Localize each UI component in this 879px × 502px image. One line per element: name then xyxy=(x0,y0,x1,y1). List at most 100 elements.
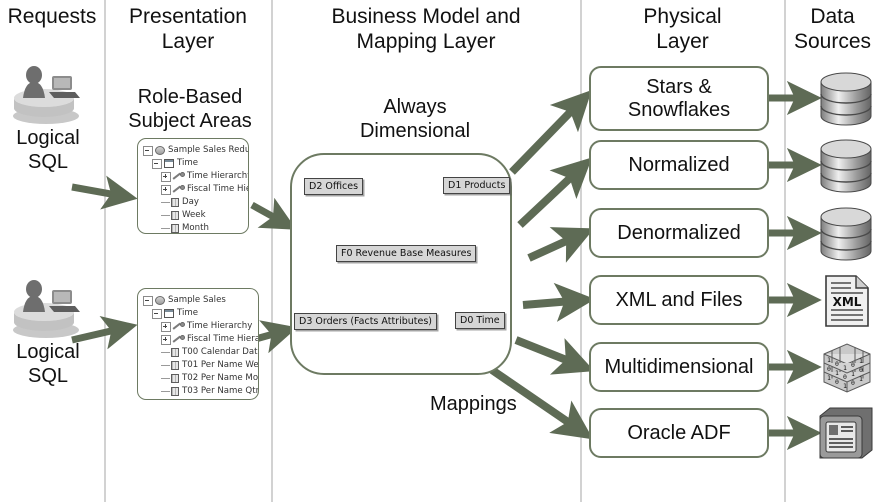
tree-node-label: Sample Sales Reduced xyxy=(168,145,248,155)
xml-document-icon: XML xyxy=(822,274,872,333)
svg-text:1: 1 xyxy=(859,375,863,383)
database-cylinder-icon xyxy=(818,70,874,133)
svg-text:0: 0 xyxy=(851,361,855,369)
column-icon xyxy=(171,198,179,207)
bmm-node-d0-time[interactable]: D0 Time xyxy=(455,312,505,329)
tree-node-label: T03 Per Name Qtr xyxy=(182,386,259,396)
folder-icon xyxy=(155,146,165,155)
tree-node-label: Month xyxy=(182,223,209,233)
tree-node-label: Time Hierarchy xyxy=(187,321,253,331)
table-icon xyxy=(164,309,174,318)
divider-requests-presentation xyxy=(104,0,106,502)
tree-node[interactable]: Sample Sales xyxy=(143,294,254,307)
hierarchy-icon xyxy=(173,172,185,181)
collapse-minus-icon[interactable] xyxy=(143,295,153,306)
svg-text:0: 0 xyxy=(835,378,839,386)
expand-plus-icon[interactable] xyxy=(161,171,171,182)
divider-bmm-physical xyxy=(580,0,582,502)
tree-node[interactable]: Month xyxy=(143,222,244,233)
tree-node[interactable]: T03 Per Name Qtr xyxy=(143,385,258,398)
bmm-node-d1-products[interactable]: D1 Products xyxy=(443,177,511,194)
tree-node[interactable]: T00 Calendar Date xyxy=(143,346,258,359)
tree-node-label: T00 Calendar Date xyxy=(182,347,259,357)
physical-box-xml-and-files[interactable]: XML and Files xyxy=(589,275,769,325)
tree-node[interactable]: Fiscal Time Hierarchy xyxy=(143,183,248,196)
hierarchy-icon xyxy=(173,185,185,194)
tree-node[interactable]: Sample Sales Reduced xyxy=(143,144,248,157)
tree-node[interactable]: Fiscal Time Hierarchy xyxy=(143,333,258,346)
column-icon xyxy=(171,211,179,220)
table-icon xyxy=(164,159,174,168)
expand-plus-icon[interactable] xyxy=(161,184,171,195)
bmm-node-d3-orders[interactable]: D3 Orders (Facts Attributes) xyxy=(294,313,437,330)
tree-node[interactable]: T02 Per Name Month xyxy=(143,372,258,385)
tree-node[interactable]: T01 Per Name Week xyxy=(143,359,258,372)
svg-text:0: 0 xyxy=(835,360,839,368)
tree-node-label: Time xyxy=(177,158,199,168)
column-header-requests: Requests xyxy=(7,5,97,28)
column-header-sources: Data Sources xyxy=(793,5,872,53)
physical-box-denormalized[interactable]: Denormalized xyxy=(589,208,769,258)
svg-text:0: 0 xyxy=(859,366,863,374)
svg-text:1: 1 xyxy=(827,356,831,364)
request-label-2: Logical SQL xyxy=(16,341,80,387)
arrow-bmm-to-multidimensional xyxy=(514,336,595,375)
column-header-presentation: Presentation Layer xyxy=(129,5,247,53)
bmm-node-f0-revenue-base-measures[interactable]: F0 Revenue Base Measures xyxy=(336,245,477,262)
arrow-bmm-to-denormalized xyxy=(527,227,595,263)
svg-text:0: 0 xyxy=(827,365,831,373)
tree-node-label: Week xyxy=(182,210,206,220)
collapse-minus-icon[interactable] xyxy=(143,145,153,156)
svg-text:1: 1 xyxy=(843,364,847,372)
tree-node-label: T02 Per Name Month xyxy=(182,373,259,383)
svg-text:1: 1 xyxy=(843,382,847,390)
divider-presentation-bmm xyxy=(271,0,273,502)
collapse-minus-icon[interactable] xyxy=(152,158,162,169)
tree-leaf-line-icon xyxy=(161,365,170,366)
column-icon xyxy=(171,374,179,383)
column-header-physical: Physical Layer xyxy=(643,5,722,53)
expand-plus-icon[interactable] xyxy=(161,321,171,332)
tree-node-label: Sample Sales xyxy=(168,295,226,305)
hierarchy-icon xyxy=(173,322,185,331)
physical-box-normalized[interactable]: Normalized xyxy=(589,140,769,190)
tree-node[interactable]: Time Hierarchy xyxy=(143,170,248,183)
arrow-bmm-to-normalized xyxy=(517,157,593,228)
expand-plus-icon[interactable] xyxy=(161,334,171,345)
collapse-minus-icon[interactable] xyxy=(152,308,162,319)
tree-node-label: Day xyxy=(182,197,199,207)
tree-node[interactable]: Time xyxy=(143,307,254,320)
column-icon xyxy=(171,387,179,396)
tree-leaf-line-icon xyxy=(161,202,170,203)
svg-text:1: 1 xyxy=(851,370,855,378)
hierarchy-icon xyxy=(173,335,185,344)
arrow-request1-to-subject-area xyxy=(71,175,138,210)
column-icon xyxy=(171,348,179,357)
tree-node-label: Fiscal Time Hierarchy xyxy=(187,184,248,194)
database-cylinder-icon xyxy=(818,137,874,200)
caption-mappings: Mappings xyxy=(430,393,517,415)
tree-leaf-line-icon xyxy=(161,228,170,229)
tree-node[interactable]: Time xyxy=(143,157,244,170)
column-icon xyxy=(171,361,179,370)
request-label-1: Logical SQL xyxy=(16,127,80,173)
tree-leaf-line-icon xyxy=(161,215,170,216)
tree-node[interactable]: T04 Per Name Half xyxy=(143,398,254,399)
tree-node[interactable]: Day xyxy=(143,196,244,209)
bmm-node-d2-offices[interactable]: D2 Offices xyxy=(304,178,364,195)
caption-role-based-subject-areas: Role-Based Subject Areas xyxy=(128,86,252,132)
tree-leaf-line-icon xyxy=(161,352,170,353)
arrow-bmm-to-stars-snowflakes xyxy=(509,89,592,175)
tree-node-label: T04 Per Name Half xyxy=(182,399,259,400)
physical-box-multidimensional[interactable]: Multidimensional xyxy=(589,342,769,392)
tree-leaf-line-icon xyxy=(161,391,170,392)
user-at-computer-icon xyxy=(8,64,88,126)
tree-node[interactable]: Time Hierarchy xyxy=(143,320,254,333)
folder-icon xyxy=(155,296,165,305)
tree-node[interactable]: Week xyxy=(143,209,244,222)
physical-box-stars-snowflakes[interactable]: Stars & Snowflakes xyxy=(589,66,769,131)
physical-box-oracle-adf[interactable]: Oracle ADF xyxy=(589,408,769,458)
subject-area-panel-sample-sales-reduced[interactable]: Sample Sales ReducedTimeTime HierarchyFi… xyxy=(137,138,249,234)
